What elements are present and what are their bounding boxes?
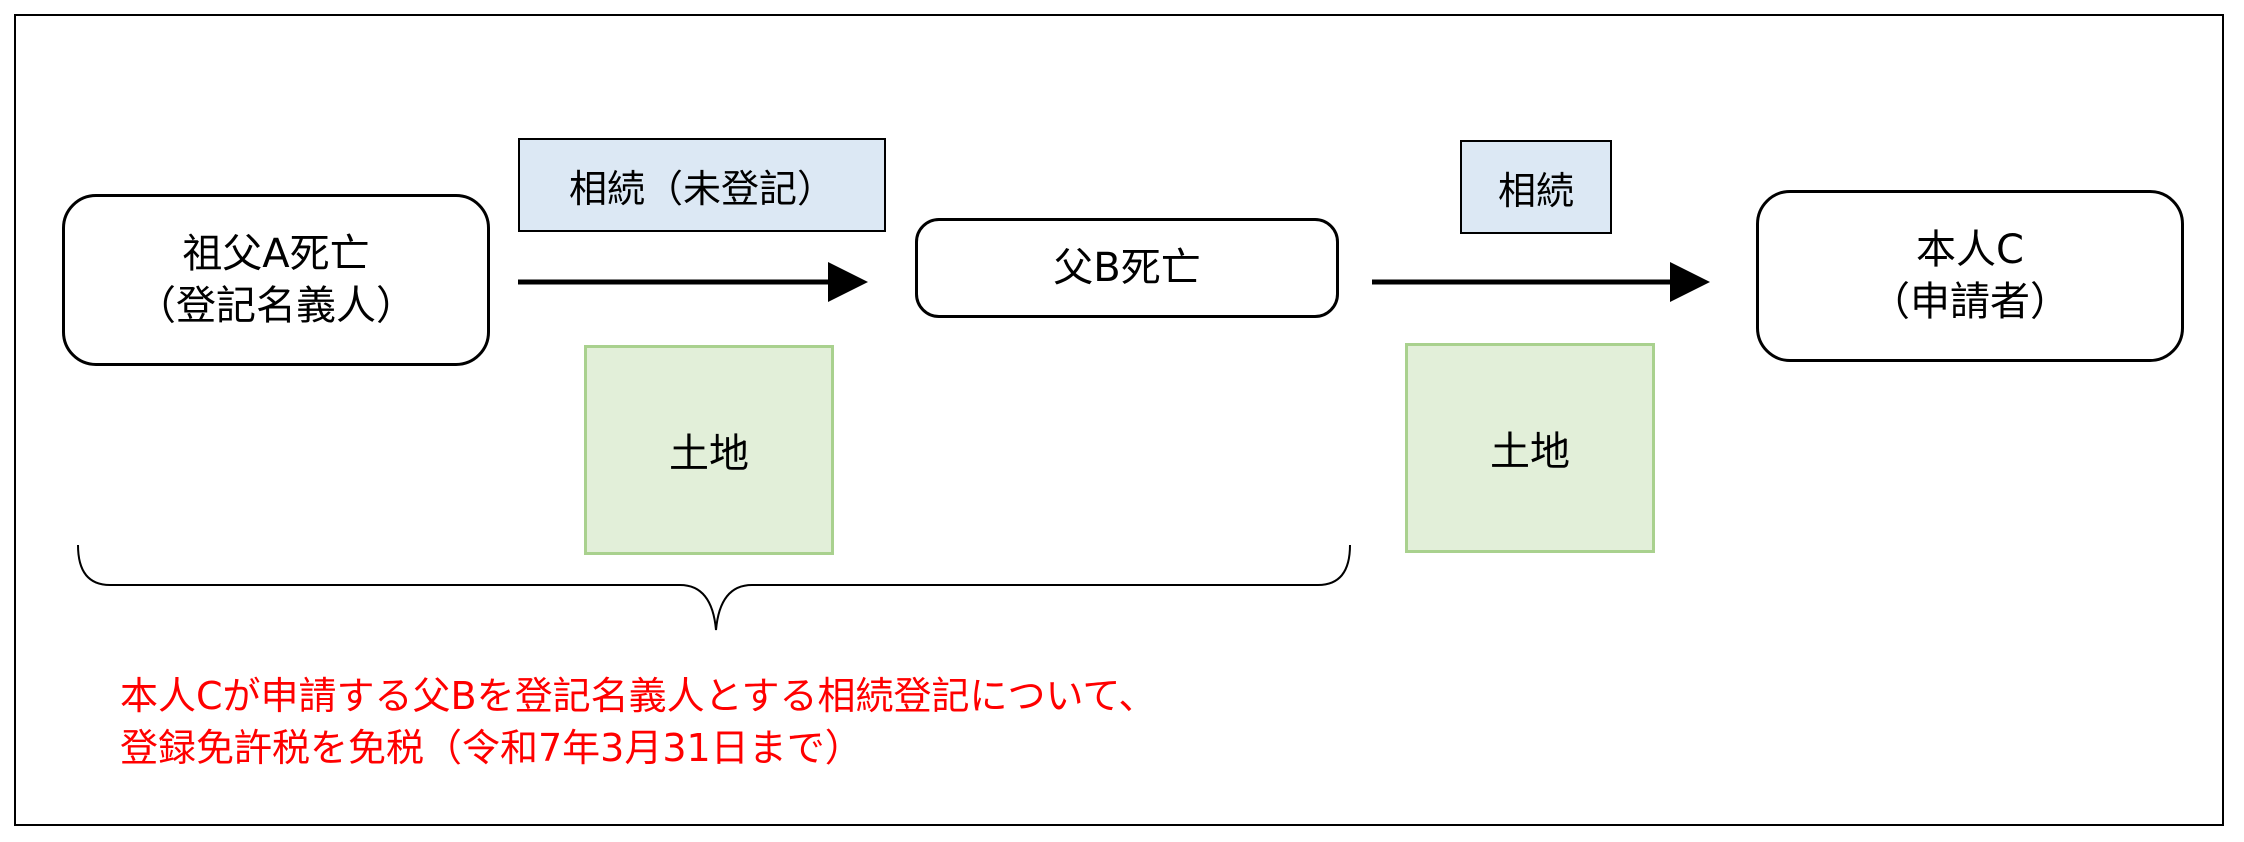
exemption-note: 本人Cが申請する父Bを登記名義人とする相続登記について、 登録免許税を免税（令和…	[120, 670, 1156, 775]
edge-first-label: 相続（未登記）	[518, 138, 886, 232]
diagram-frame	[14, 14, 2224, 826]
brace-bracket	[77, 544, 1351, 631]
land-box-first: 土地	[584, 345, 834, 555]
node-self-line2: （申請者）	[1870, 279, 2070, 325]
node-self: 本人C （申請者）	[1756, 190, 2184, 362]
node-grandfather-line2: （登記名義人）	[136, 283, 416, 329]
node-father-line1: 父B死亡	[1053, 245, 1201, 291]
node-self-line1: 本人C	[1916, 227, 2024, 273]
edge-second-label: 相続	[1460, 140, 1612, 234]
land-box-second: 土地	[1405, 343, 1655, 553]
exemption-note-line2: 登録免許税を免税（令和7年3月31日まで）	[120, 726, 863, 771]
node-father: 父B死亡	[915, 218, 1339, 318]
node-grandfather: 祖父A死亡 （登記名義人）	[62, 194, 490, 366]
node-grandfather-line1: 祖父A死亡	[182, 231, 370, 277]
exemption-note-line1: 本人Cが申請する父Bを登記名義人とする相続登記について、	[120, 674, 1157, 718]
